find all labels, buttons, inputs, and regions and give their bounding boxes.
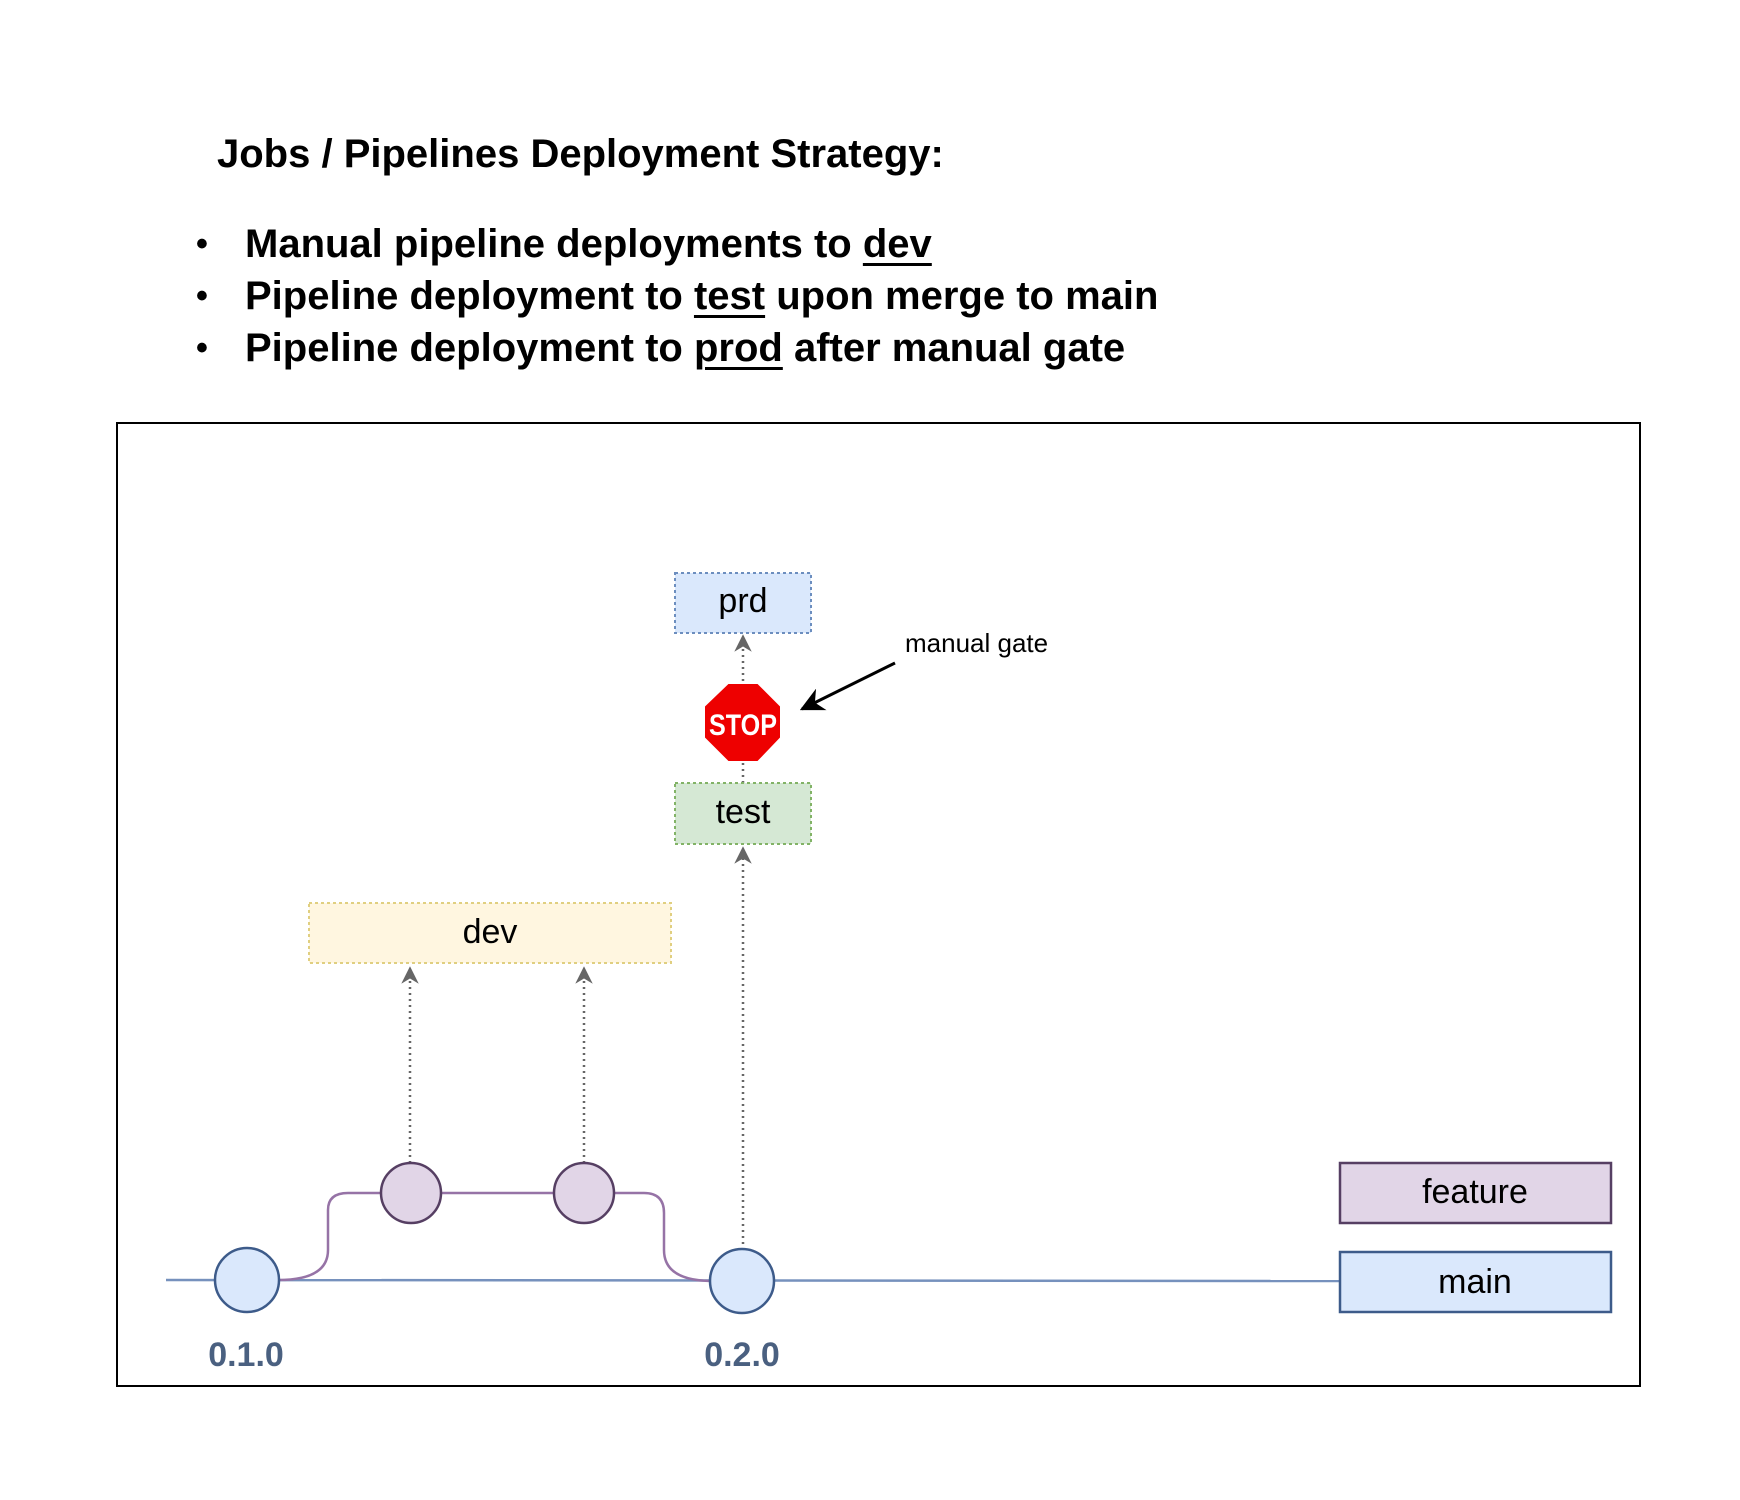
env-box-test <box>674 782 812 845</box>
bullet-icon: • <box>196 329 208 367</box>
legend-feature-label: feature <box>1422 1173 1528 1211</box>
stop-sign-text: STOP <box>709 709 777 742</box>
commit-node-feature-2 <box>552 1161 616 1225</box>
stop-sign-icon: STOP <box>703 682 782 763</box>
strategy-item-text-after: upon merge to main <box>765 274 1159 318</box>
bullet-icon: • <box>196 277 208 315</box>
env-box-prd <box>674 572 812 634</box>
gate-annotation-arrow <box>799 661 896 711</box>
strategy-item-env: prod <box>693 326 783 370</box>
strategy-item-text-after: after manual gate <box>782 326 1126 370</box>
gate-annotation-label: manual gate <box>905 628 1048 658</box>
env-label-dev: dev <box>463 913 518 951</box>
diagram-frame <box>116 422 1641 1387</box>
strategy-item-test: • Pipeline deployment to test upon merge… <box>196 270 1158 322</box>
commit-node-main-0-1-0 <box>213 1246 281 1314</box>
feature-branch-line <box>277 1191 711 1283</box>
strategy-item-text: Manual pipeline deployments to <box>245 222 863 266</box>
legend-main-label: main <box>1438 1263 1512 1301</box>
strategy-item-env: dev <box>862 222 932 266</box>
commit-node-feature-1 <box>379 1161 443 1225</box>
legend-feature <box>1338 1161 1613 1225</box>
strategy-item-env: test <box>693 274 766 318</box>
legend-main <box>1338 1250 1613 1314</box>
strategy-item-dev: • Manual pipeline deployments to dev <box>196 218 1158 270</box>
strategy-item-text: Pipeline deployment to <box>245 326 694 370</box>
version-label-0-1-0: 0.1.0 <box>208 1336 284 1374</box>
env-label-prd: prd <box>718 582 767 620</box>
strategy-list: • Manual pipeline deployments to dev • P… <box>196 218 1158 374</box>
strategy-item-text: Pipeline deployment to <box>245 274 694 318</box>
page-title: Jobs / Pipelines Deployment Strategy: <box>217 132 944 176</box>
strategy-item-prod: • Pipeline deployment to prod after manu… <box>196 322 1158 374</box>
env-label-test: test <box>716 793 771 831</box>
bullet-icon: • <box>196 225 208 263</box>
version-label-0-2-0: 0.2.0 <box>704 1336 780 1374</box>
commit-node-main-0-2-0 <box>708 1247 776 1315</box>
env-box-dev <box>308 902 672 964</box>
